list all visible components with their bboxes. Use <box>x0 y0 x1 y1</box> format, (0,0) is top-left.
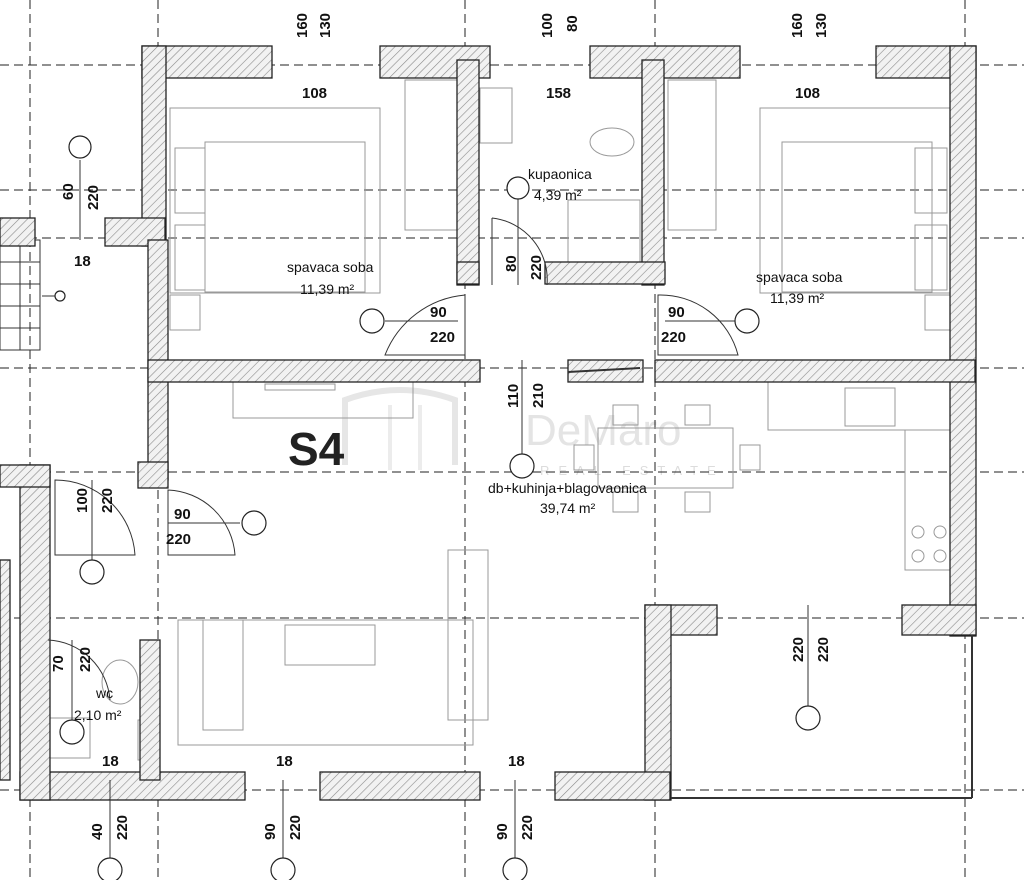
dim-label: 220 <box>77 647 94 672</box>
dim-label: 100 <box>74 488 91 513</box>
marker-circle <box>241 510 267 536</box>
marker-circle <box>509 453 535 479</box>
dim-label: 210 <box>530 383 547 408</box>
marker-circle <box>359 308 385 334</box>
dim-label: 220 <box>114 815 131 840</box>
marker-circle <box>502 857 528 880</box>
marker-circle <box>506 176 530 200</box>
markers <box>42 135 821 880</box>
dim-label: 18 <box>508 753 525 770</box>
room-name: db+kuhinja+blagovaonica <box>488 480 647 496</box>
dim-label: 220 <box>99 488 116 513</box>
dim-label: 18 <box>102 753 119 770</box>
dim-label: 220 <box>519 815 536 840</box>
marker-circle <box>59 719 85 745</box>
marker-circle <box>97 857 123 880</box>
door-dimensions: 90 220 80 220 90 220 110 210 100 220 90 … <box>50 255 832 672</box>
dim-label: 220 <box>528 255 545 280</box>
dim-label: 108 <box>795 85 820 102</box>
room-labels: spavaca soba 11,39 m² kupaonica 4,39 m² … <box>74 166 843 723</box>
dim-label: 130 <box>317 13 334 38</box>
dim-label: 160 <box>294 13 311 38</box>
dim-label: 220 <box>790 637 807 662</box>
dim-label: 90 <box>494 823 511 840</box>
room-area: 4,39 m² <box>534 187 582 203</box>
dim-label: 60 <box>60 183 77 200</box>
dim-label: 220 <box>287 815 304 840</box>
marker-circle <box>795 705 821 731</box>
dim-label: 130 <box>813 13 830 38</box>
dim-label: 100 <box>539 13 556 38</box>
dim-label: 18 <box>276 753 293 770</box>
marker-circle <box>734 308 760 334</box>
window-dimensions: 160 130 108 100 80 158 160 130 108 60 22… <box>60 13 830 840</box>
dim-label: 80 <box>564 15 581 32</box>
dim-label: 220 <box>430 329 455 346</box>
dim-label: 90 <box>430 304 447 321</box>
dim-label: 110 <box>505 384 522 408</box>
watermark-name: DeMaro <box>525 406 682 455</box>
dim-label: 158 <box>546 85 571 102</box>
dim-label: 220 <box>85 185 102 210</box>
room-name: kupaonica <box>528 166 592 182</box>
marker-circle <box>270 857 296 880</box>
dim-label: 90 <box>262 823 279 840</box>
marker-circle <box>68 135 92 159</box>
room-area: 2,10 m² <box>74 707 122 723</box>
room-area: 11,39 m² <box>300 281 355 297</box>
room-name: spavaca soba <box>756 269 843 285</box>
dim-label: 18 <box>74 253 91 270</box>
walls <box>0 45 977 801</box>
marker-circle <box>79 559 105 585</box>
dim-label: 90 <box>668 304 685 321</box>
room-area: 39,74 m² <box>540 500 596 516</box>
watermark-sub: REAL ESTATE <box>540 463 725 478</box>
dim-label: 90 <box>174 506 191 523</box>
dim-label: 108 <box>302 85 327 102</box>
room-name: wc <box>95 685 113 701</box>
doors <box>47 217 739 701</box>
dim-label: 160 <box>789 13 806 38</box>
dim-label: 220 <box>815 637 832 662</box>
dim-label: 70 <box>50 655 67 672</box>
marker-circle <box>54 290 66 302</box>
room-name: spavaca soba <box>287 259 374 275</box>
room-area: 11,39 m² <box>770 290 825 306</box>
dim-label: 80 <box>503 255 520 272</box>
dim-label: 220 <box>661 329 686 346</box>
dim-label: 40 <box>89 823 106 840</box>
unit-label: S4 <box>288 423 345 475</box>
dim-label: 220 <box>166 531 191 548</box>
